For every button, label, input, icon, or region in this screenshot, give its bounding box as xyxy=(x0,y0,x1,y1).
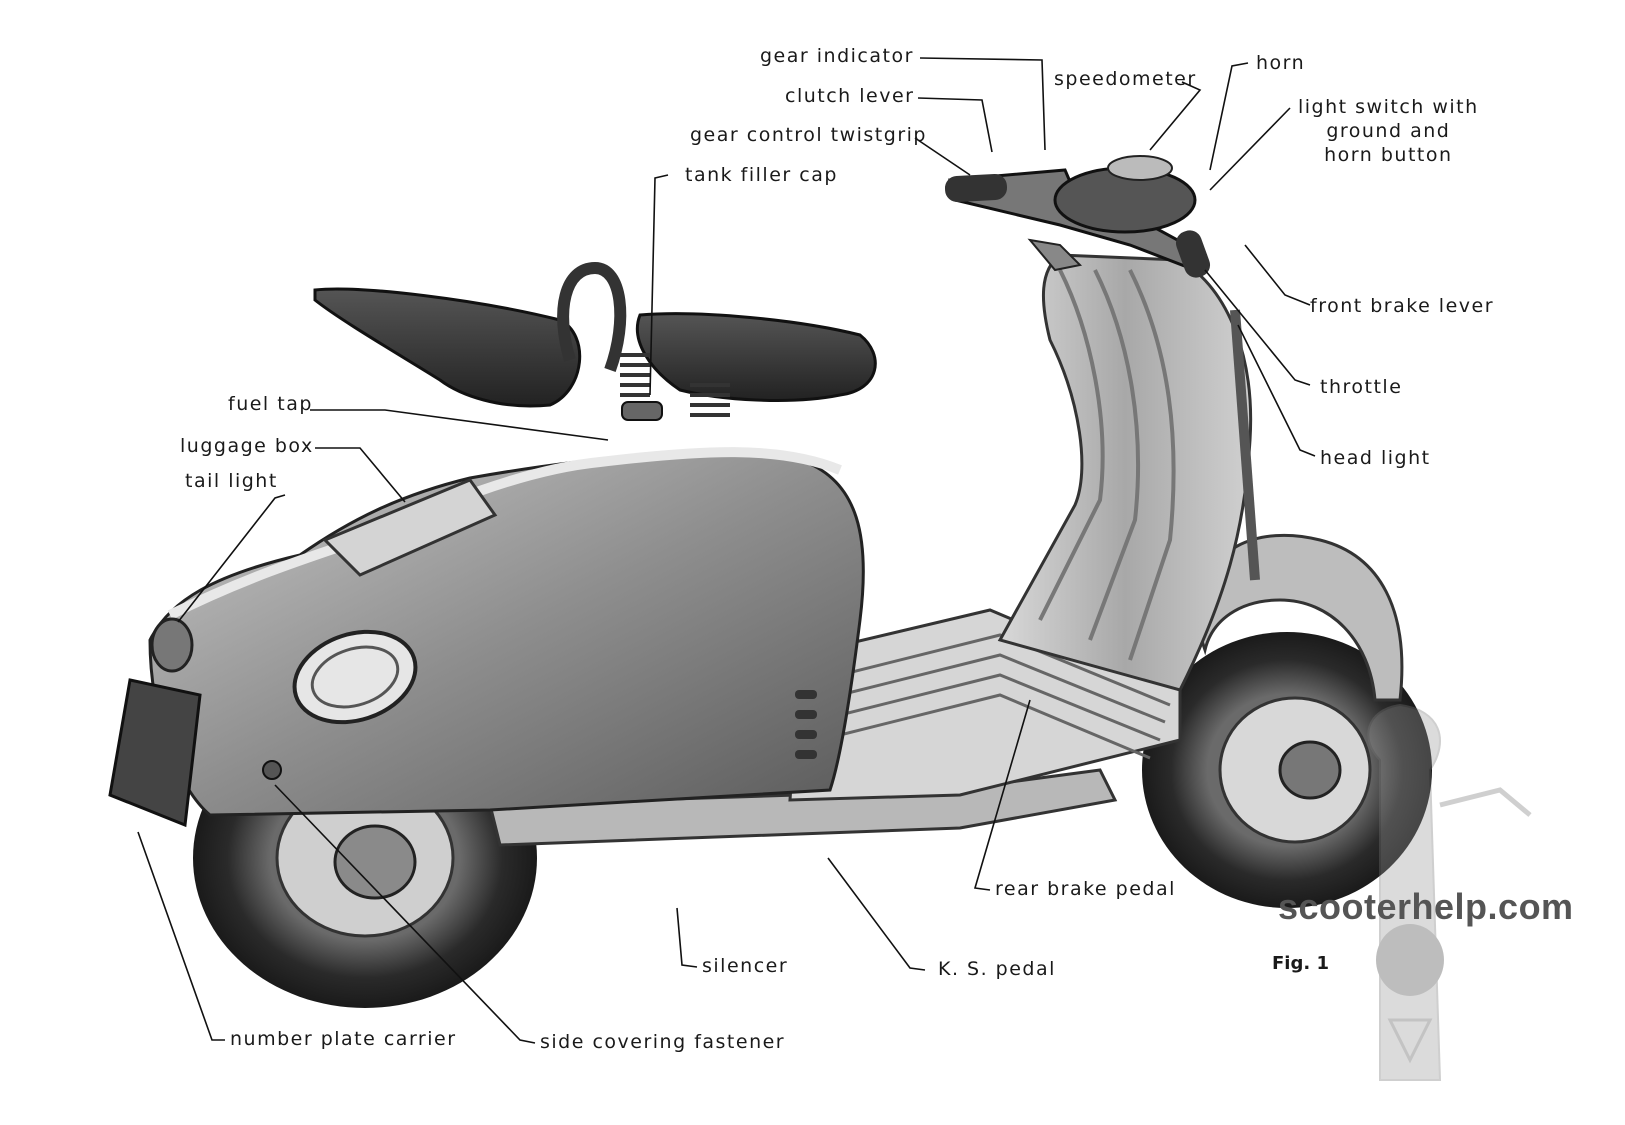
label-front-brake-lever: front brake lever xyxy=(1310,295,1495,317)
label-fuel-tap: fuel tap xyxy=(228,393,313,415)
label-light-switch: light switch with ground and horn button xyxy=(1298,96,1479,166)
figure-label: Fig. 1 xyxy=(1272,953,1329,974)
label-speedometer: speedometer xyxy=(1054,68,1197,90)
leg-shield xyxy=(997,253,1253,692)
label-number-plate-carrier: number plate carrier xyxy=(230,1028,457,1050)
scooter-body xyxy=(108,155,1432,1008)
number-plate xyxy=(108,678,202,828)
label-luggage-box: luggage box xyxy=(180,435,314,457)
background-scooter-icon xyxy=(1367,703,1532,1081)
front-seat xyxy=(635,312,877,402)
watermark: scooterhelp.com xyxy=(1278,886,1574,927)
label-rear-brake-pedal: rear brake pedal xyxy=(995,878,1176,900)
label-clutch-lever: clutch lever xyxy=(785,85,915,107)
rear-body xyxy=(148,451,865,817)
label-side-covering-fastener: side covering fastener xyxy=(540,1031,786,1053)
luggage-box-lid xyxy=(322,478,498,577)
tail-light-lamp xyxy=(150,617,194,673)
side-vent xyxy=(292,629,418,725)
leader-lines xyxy=(137,57,1316,1044)
label-throttle: throttle xyxy=(1320,376,1403,398)
label-ks-pedal: K. S. pedal xyxy=(938,958,1056,980)
rear-seat xyxy=(313,287,582,408)
label-head-light: head light xyxy=(1320,447,1431,469)
label-tank-filler-cap: tank filler cap xyxy=(685,164,838,186)
label-horn: horn xyxy=(1256,52,1306,74)
label-gear-indicator: gear indicator xyxy=(760,45,914,67)
label-tail-light: tail light xyxy=(185,470,278,492)
front-fender xyxy=(1193,533,1404,702)
grab-handle xyxy=(557,261,627,373)
label-silencer: silencer xyxy=(702,955,789,977)
label-gear-control-twistgrip: gear control twistgrip xyxy=(690,124,927,146)
